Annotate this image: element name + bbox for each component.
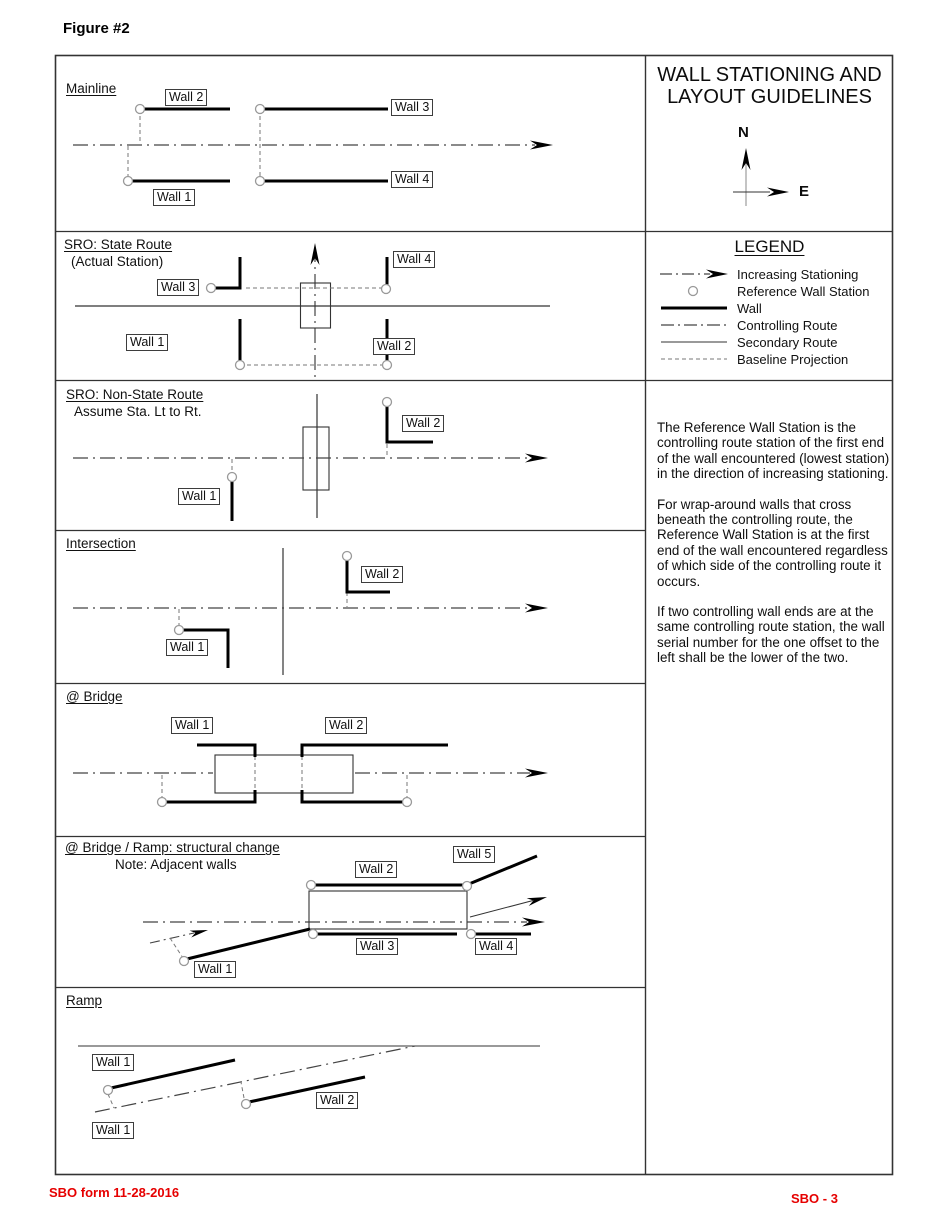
footer-form-label: SBO form 11-28-2016 [49, 1185, 180, 1200]
north-arrowhead [741, 148, 751, 170]
reference-wall-station-markers [156, 796, 413, 808]
wall-lines [179, 556, 390, 668]
baseline-projection-lines [240, 287, 387, 366]
wall-lines [162, 743, 448, 804]
panel-subtitle-sro-state: (Actual Station) [71, 254, 164, 269]
east-arrowhead [767, 187, 789, 197]
ramp-arrow [526, 897, 547, 906]
reference-wall-station-markers [226, 396, 393, 483]
wall-lines [128, 107, 388, 183]
wall-tag: Wall 1 [153, 189, 196, 206]
panel-title-at-bridge: @ Bridge [66, 689, 123, 704]
wall-tag: Wall 3 [391, 99, 434, 116]
reference-wall-station-markers [205, 282, 393, 371]
wall-tag: Wall 4 [393, 251, 436, 268]
reference-wall-station-markers [173, 550, 353, 636]
baseline-projection-lines [178, 592, 348, 626]
bridge-rect [299, 282, 332, 329]
stationing-arrow [525, 453, 548, 463]
panel-at-bridge-diagram [73, 743, 548, 808]
wall-tag: Wall 2 [361, 566, 404, 583]
ramp-secondary-route-line [469, 900, 534, 918]
notes-paragraph-3: If two controlling wall ends are at the … [657, 604, 885, 666]
wall-tag: Wall 1 [166, 639, 209, 656]
legend-item: Increasing Stationing [737, 267, 859, 282]
baseline-projection-lines [107, 1081, 245, 1109]
wall-tag: Wall 3 [356, 938, 399, 955]
wall-tag: Wall 2 [325, 717, 368, 734]
panel-sro-nonstate-diagram [73, 394, 548, 521]
wall-tag: Wall 1 [194, 961, 237, 978]
panel-mainline-diagram [73, 103, 553, 187]
panel-subtitle-bridge-ramp: Note: Adjacent walls [115, 857, 237, 872]
stationing-arrow [310, 243, 320, 265]
wall-tag: Wall 1 [171, 717, 214, 734]
panel-title-bridge-ramp: @ Bridge / Ramp: structural change [65, 840, 280, 855]
legend-item: Baseline Projection [737, 352, 849, 367]
legend-item: Reference Wall Station [737, 284, 870, 299]
stationing-arrow [525, 768, 548, 778]
panel-title-sro-state: SRO: State Route [64, 237, 173, 252]
ramp-stationing-arrow [189, 930, 208, 938]
wall-tag: Wall 2 [165, 89, 208, 106]
wall-tag: Wall 2 [316, 1092, 359, 1109]
legend-labels: Increasing Stationing Reference Wall Sta… [737, 266, 869, 368]
legend-symbols [660, 269, 728, 360]
wall-tag: Wall 4 [391, 171, 434, 188]
figure-label: Figure #2 [63, 20, 130, 37]
legend-item: Controlling Route [737, 318, 838, 333]
stationing-arrow [530, 140, 553, 150]
baseline-projection-lines [127, 109, 261, 181]
panel-ramp-diagram [78, 1045, 540, 1113]
panel-title-intersection: Intersection [66, 536, 136, 551]
baseline-projection-lines [161, 756, 408, 800]
legend-title: LEGEND [734, 237, 805, 256]
reference-wall-station-markers [122, 103, 266, 187]
table-frame [54, 54, 894, 1176]
stationing-arrow [525, 603, 548, 613]
compass-east-label: E [799, 183, 810, 200]
wall-lines [230, 402, 433, 521]
footer-page-number: SBO - 3 [791, 1191, 838, 1206]
stationing-arrow [522, 917, 545, 927]
panel-bridge-ramp-diagram [143, 854, 547, 967]
panel-title-ramp: Ramp [66, 993, 103, 1008]
sheet-title-line1: WALL STATIONING AND [657, 64, 882, 86]
sheet-title: WALL STATIONING AND LAYOUT GUIDELINES [646, 64, 893, 108]
panel-intersection-diagram [73, 548, 548, 675]
bridge-rect [308, 890, 468, 930]
ramp-stationing-line [149, 932, 195, 944]
wall-tag: Wall 1 [92, 1054, 135, 1071]
notes-text: The Reference Wall Station is the contro… [657, 420, 894, 681]
wall-tag: Wall 1 [126, 334, 169, 351]
wall-tag: Wall 1 [92, 1122, 135, 1139]
wall-tag: Wall 2 [402, 415, 445, 432]
panel-title-mainline: Mainline [66, 81, 117, 96]
reference-wall-station-markers [178, 879, 477, 967]
legend-item: Wall [737, 301, 762, 316]
ramp-controlling-route-line [94, 1045, 416, 1113]
wall-tag: Wall 5 [453, 846, 496, 863]
baseline-projection-lines [231, 444, 388, 477]
wall-tag: Wall 4 [475, 938, 518, 955]
reference-wall-station-markers [102, 1084, 252, 1110]
wall-lines [110, 1058, 366, 1104]
legend-item: Secondary Route [737, 335, 838, 350]
wall-tag: Wall 1 [178, 488, 221, 505]
bridge-rect [214, 754, 354, 794]
notes-paragraph-1: The Reference Wall Station is the contro… [657, 420, 890, 482]
panel-subtitle-sro-nonstate: Assume Sta. Lt to Rt. [74, 404, 202, 419]
compass-north-label: N [738, 124, 749, 141]
wall-lines [186, 854, 538, 961]
wall-tag: Wall 3 [157, 279, 200, 296]
panel-title-sro-nonstate: SRO: Non-State Route [66, 387, 204, 402]
notes-paragraph-2: For wrap-around walls that cross beneath… [657, 496, 888, 589]
baseline-projection-line [169, 937, 184, 959]
north-arrow-compass [733, 148, 789, 206]
wall-tag: Wall 2 [373, 338, 416, 355]
sheet-title-line2: LAYOUT GUIDELINES [667, 86, 872, 108]
wall-tag: Wall 2 [355, 861, 398, 878]
legend-reference-wall-station-symbol [687, 285, 699, 297]
